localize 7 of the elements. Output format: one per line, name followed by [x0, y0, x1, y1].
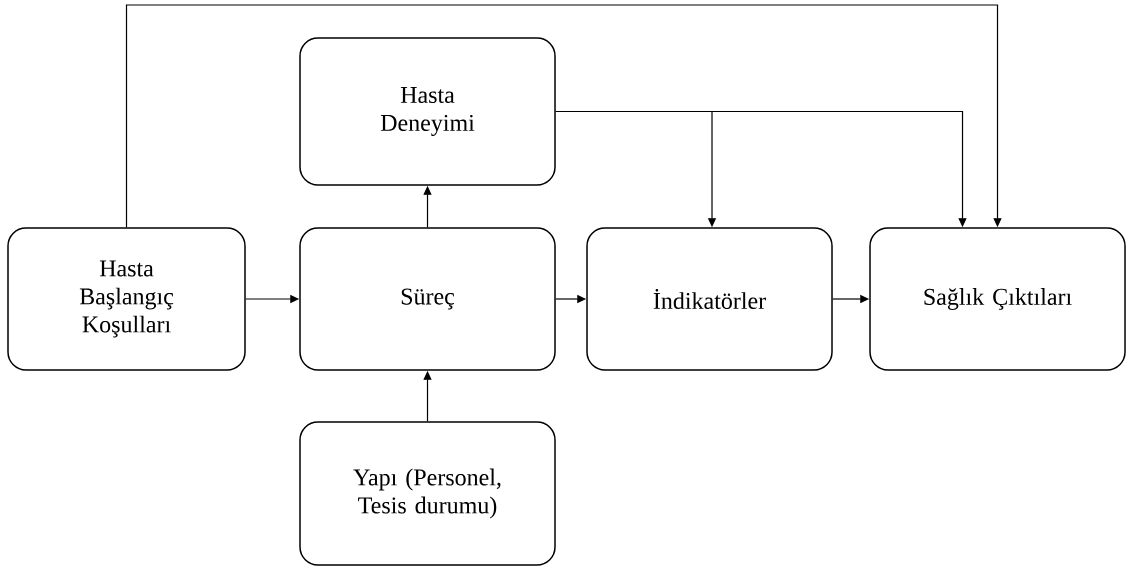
process-box: Sağlık Çıktıları [869, 227, 1126, 371]
process-box: İndikatörler [586, 227, 833, 371]
process-box: Yapı (Personel, Tesis durumu) [299, 421, 556, 566]
arrow [125, 4, 1002, 228]
process-box: Hasta Deneyimi [299, 37, 556, 186]
process-box: Hasta Başlangıç Koşulları [7, 227, 246, 371]
process-box: Süreç [299, 227, 556, 371]
